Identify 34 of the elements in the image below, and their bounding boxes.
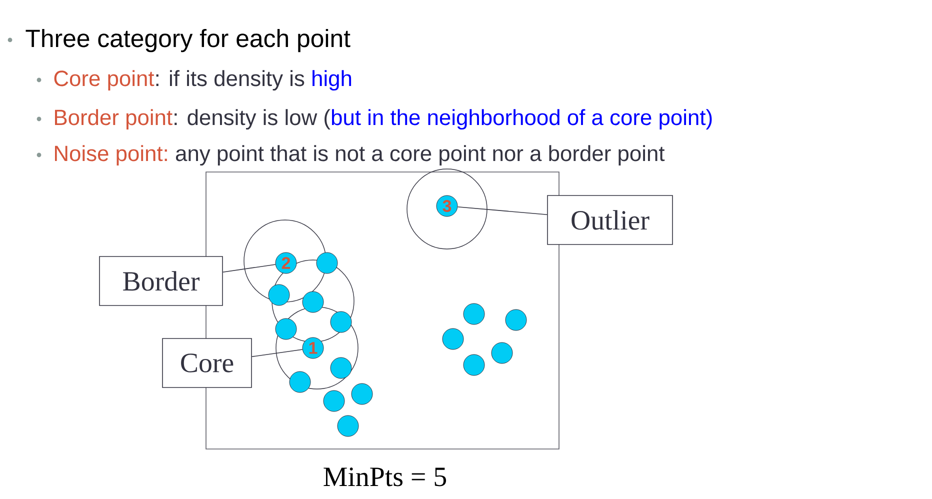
bullet-text: Noise point: (55, 145, 167, 166)
bullet-text: Border point (55, 109, 172, 130)
bullet-text: Core point (54, 70, 154, 91)
data-point (323, 390, 345, 412)
bullet-text: Three category for each point (26, 28, 350, 52)
data-point (330, 311, 352, 333)
data-point (491, 342, 513, 364)
label-box: Core (162, 338, 252, 388)
numbered-point: 2 (275, 252, 297, 274)
numbered-point: 3 (436, 195, 458, 217)
leader-line (457, 206, 548, 215)
bullet-text: : density is low ( (174, 109, 330, 130)
data-point (463, 303, 485, 325)
parameter-label: MinPts = 5 (324, 468, 446, 486)
data-point (289, 371, 311, 393)
data-point (302, 291, 324, 313)
data-point (316, 252, 338, 274)
data-point (330, 357, 352, 379)
data-point (268, 284, 290, 306)
leader-line (252, 349, 303, 358)
data-point (337, 415, 359, 437)
numbered-point: 1 (302, 337, 324, 359)
bullet-text: high (312, 70, 352, 91)
data-point (505, 309, 527, 331)
data-point (275, 318, 297, 340)
leader-line (222, 264, 276, 272)
data-point (351, 383, 373, 405)
bullet-text: but in the neighborhood of a core point) (332, 109, 712, 130)
label-box: Outlier (547, 195, 673, 245)
data-point (442, 328, 464, 350)
data-point (463, 354, 485, 376)
bullet-text: any point that is not a core point nor a border point (176, 145, 665, 166)
bullet-text: : if its density is (156, 70, 304, 91)
label-box: Border (99, 256, 223, 306)
